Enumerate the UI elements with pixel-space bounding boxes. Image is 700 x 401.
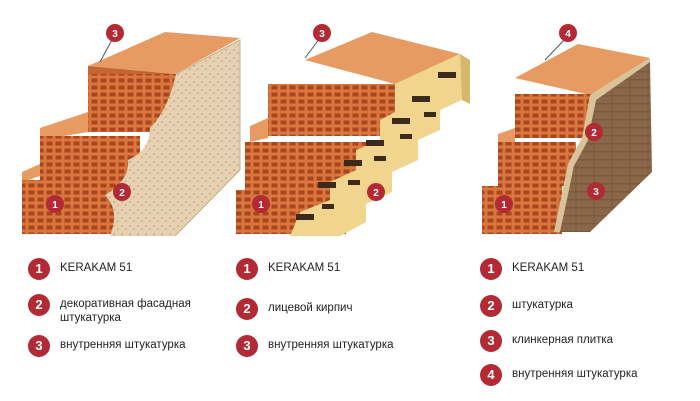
legend-label: штукатурка [512, 299, 573, 311]
legend-item: 1 KERAKAM 51 [28, 258, 235, 280]
marker-2-3: 3 [319, 29, 325, 40]
marker-2-1: 1 [258, 200, 264, 211]
marker-2-2: 2 [373, 188, 379, 199]
wall-3-illustration [482, 44, 652, 234]
markers: 3 2 1 3 2 1 4 2 3 1 [46, 24, 605, 213]
marker-1-3: 3 [112, 29, 118, 40]
wall-illustrations: 3 2 1 3 2 1 4 2 3 1 [22, 24, 652, 237]
legend-number: 2 [28, 294, 50, 316]
legend-item: 2 декоративная фасадная штукатурка [28, 294, 210, 325]
legend-item: 2 штукатурка [480, 295, 687, 317]
legend-label: внутренняя штукатурка [512, 368, 638, 380]
marker-3-3: 3 [593, 187, 599, 198]
marker-1-1: 1 [52, 200, 58, 211]
legend-label: внутренняя штукатурка [60, 339, 186, 351]
marker-3-2: 2 [591, 128, 597, 139]
legend-number: 1 [480, 258, 502, 280]
legend-item: 1 KERAKAM 51 [480, 258, 687, 280]
legend-number: 1 [236, 258, 258, 280]
legend-number: 3 [480, 330, 502, 352]
legend-item: 4 внутренняя штукатурка [480, 364, 687, 386]
legend-item: 2 лицевой кирпич [236, 298, 443, 320]
marker-3-1: 1 [501, 200, 507, 211]
legend-item: 1 KERAKAM 51 [236, 258, 443, 280]
legend-item: 3 внутренняя штукатурка [236, 335, 443, 357]
legend-label: лицевой кирпич [268, 302, 353, 314]
legend-label: внутренняя штукатурка [268, 339, 394, 351]
legend-label: KERAKAM 51 [60, 262, 133, 274]
legend-number: 4 [480, 364, 502, 386]
legend-item: 3 клинкерная плитка [480, 330, 687, 352]
legend-label: KERAKAM 51 [268, 262, 341, 274]
legend-number: 3 [236, 335, 258, 357]
legend-number: 2 [236, 298, 258, 320]
legend-number: 1 [28, 258, 50, 280]
legend-number: 3 [28, 335, 50, 357]
wall-2-illustration [236, 32, 470, 236]
marker-1-2: 2 [119, 188, 125, 199]
legend-label: клинкерная плитка [512, 334, 614, 346]
legend-item: 3 внутренняя штукатурка [28, 335, 235, 357]
legend-label: декоративная фасадная штукатурка [60, 298, 191, 324]
legend-number: 2 [480, 295, 502, 317]
marker-3-4: 4 [565, 29, 571, 40]
legend-label: KERAKAM 51 [512, 262, 585, 274]
